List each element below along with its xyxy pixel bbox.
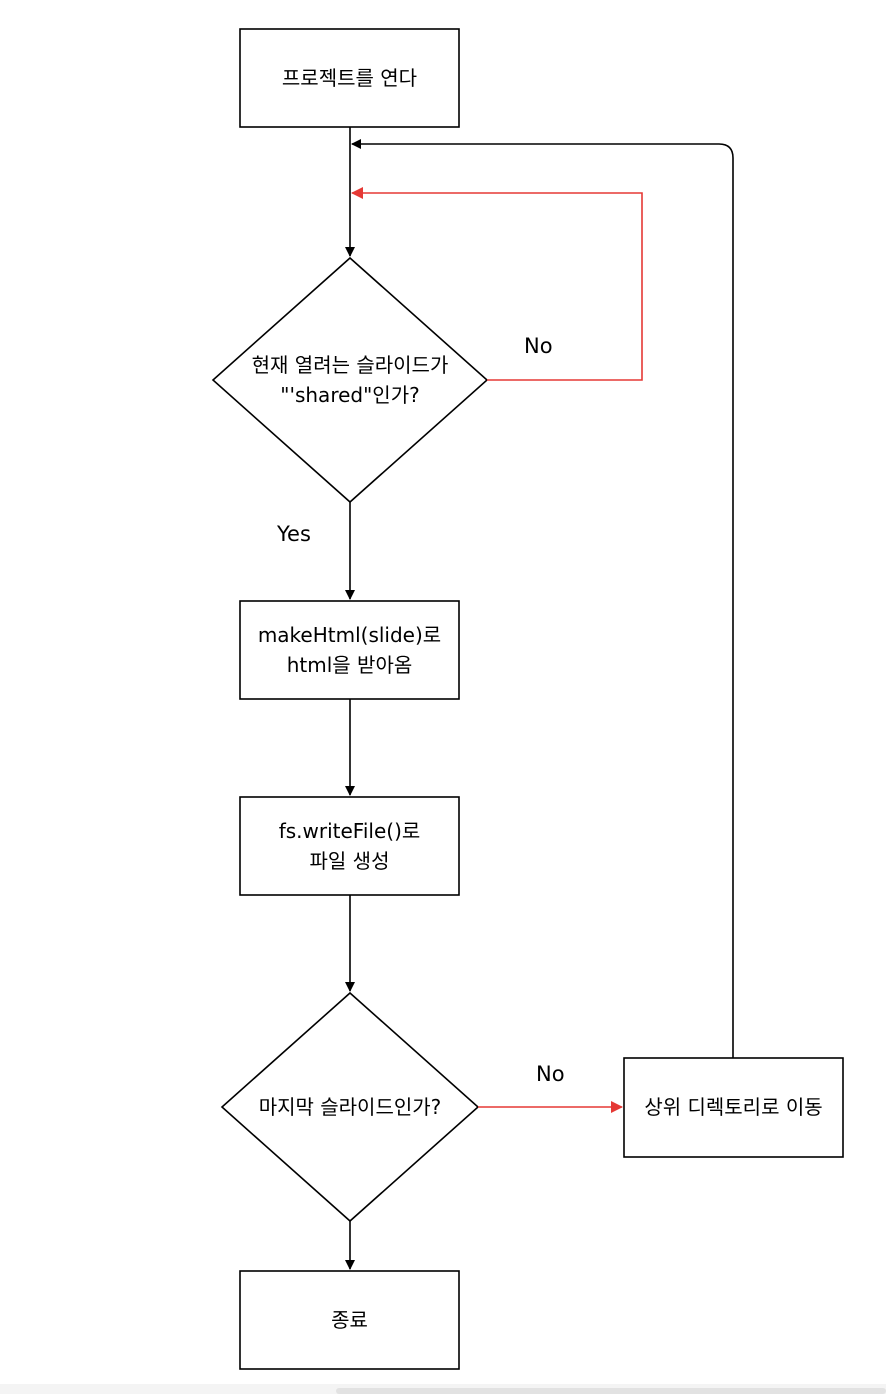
write-file-box [239, 796, 460, 896]
write-file-label: fs.writeFile()로 파일 생성 [240, 816, 459, 876]
write-file-label-line1: fs.writeFile()로 [278, 819, 421, 843]
write-file-label-line2: 파일 생성 [309, 849, 390, 873]
decision-last-label: 마지막 슬라이드인가? [258, 1095, 442, 1119]
start-label: 프로젝트를 연다 [281, 66, 418, 90]
edge-move-up-loop [351, 139, 734, 1058]
end-label: 종료 [331, 1308, 368, 1332]
yes-shared-label: Yes [277, 522, 311, 546]
end-box [239, 1270, 460, 1370]
no-shared-label: No [524, 334, 553, 358]
edge-no-shared-loop [351, 187, 643, 381]
horizontal-scrollbar[interactable] [336, 1388, 886, 1394]
decision-shared-label-line1: 현재 열려는 슬라이드가 [251, 353, 449, 377]
move-up-box [623, 1057, 844, 1158]
no-last-label: No [536, 1062, 565, 1086]
make-html-label-line1: makeHtml(slide)로 [257, 623, 442, 647]
decision-shared-label: 현재 열려는 슬라이드가 "'shared"인가? [213, 350, 487, 410]
decision-shared-label-line2: "'shared"인가? [280, 383, 420, 407]
make-html-label: makeHtml(slide)로 html을 받아옴 [240, 620, 459, 680]
make-html-label-line2: html을 받아옴 [286, 653, 413, 677]
move-up-label: 상위 디렉토리로 이동 [644, 1095, 823, 1119]
start-box [239, 28, 460, 128]
